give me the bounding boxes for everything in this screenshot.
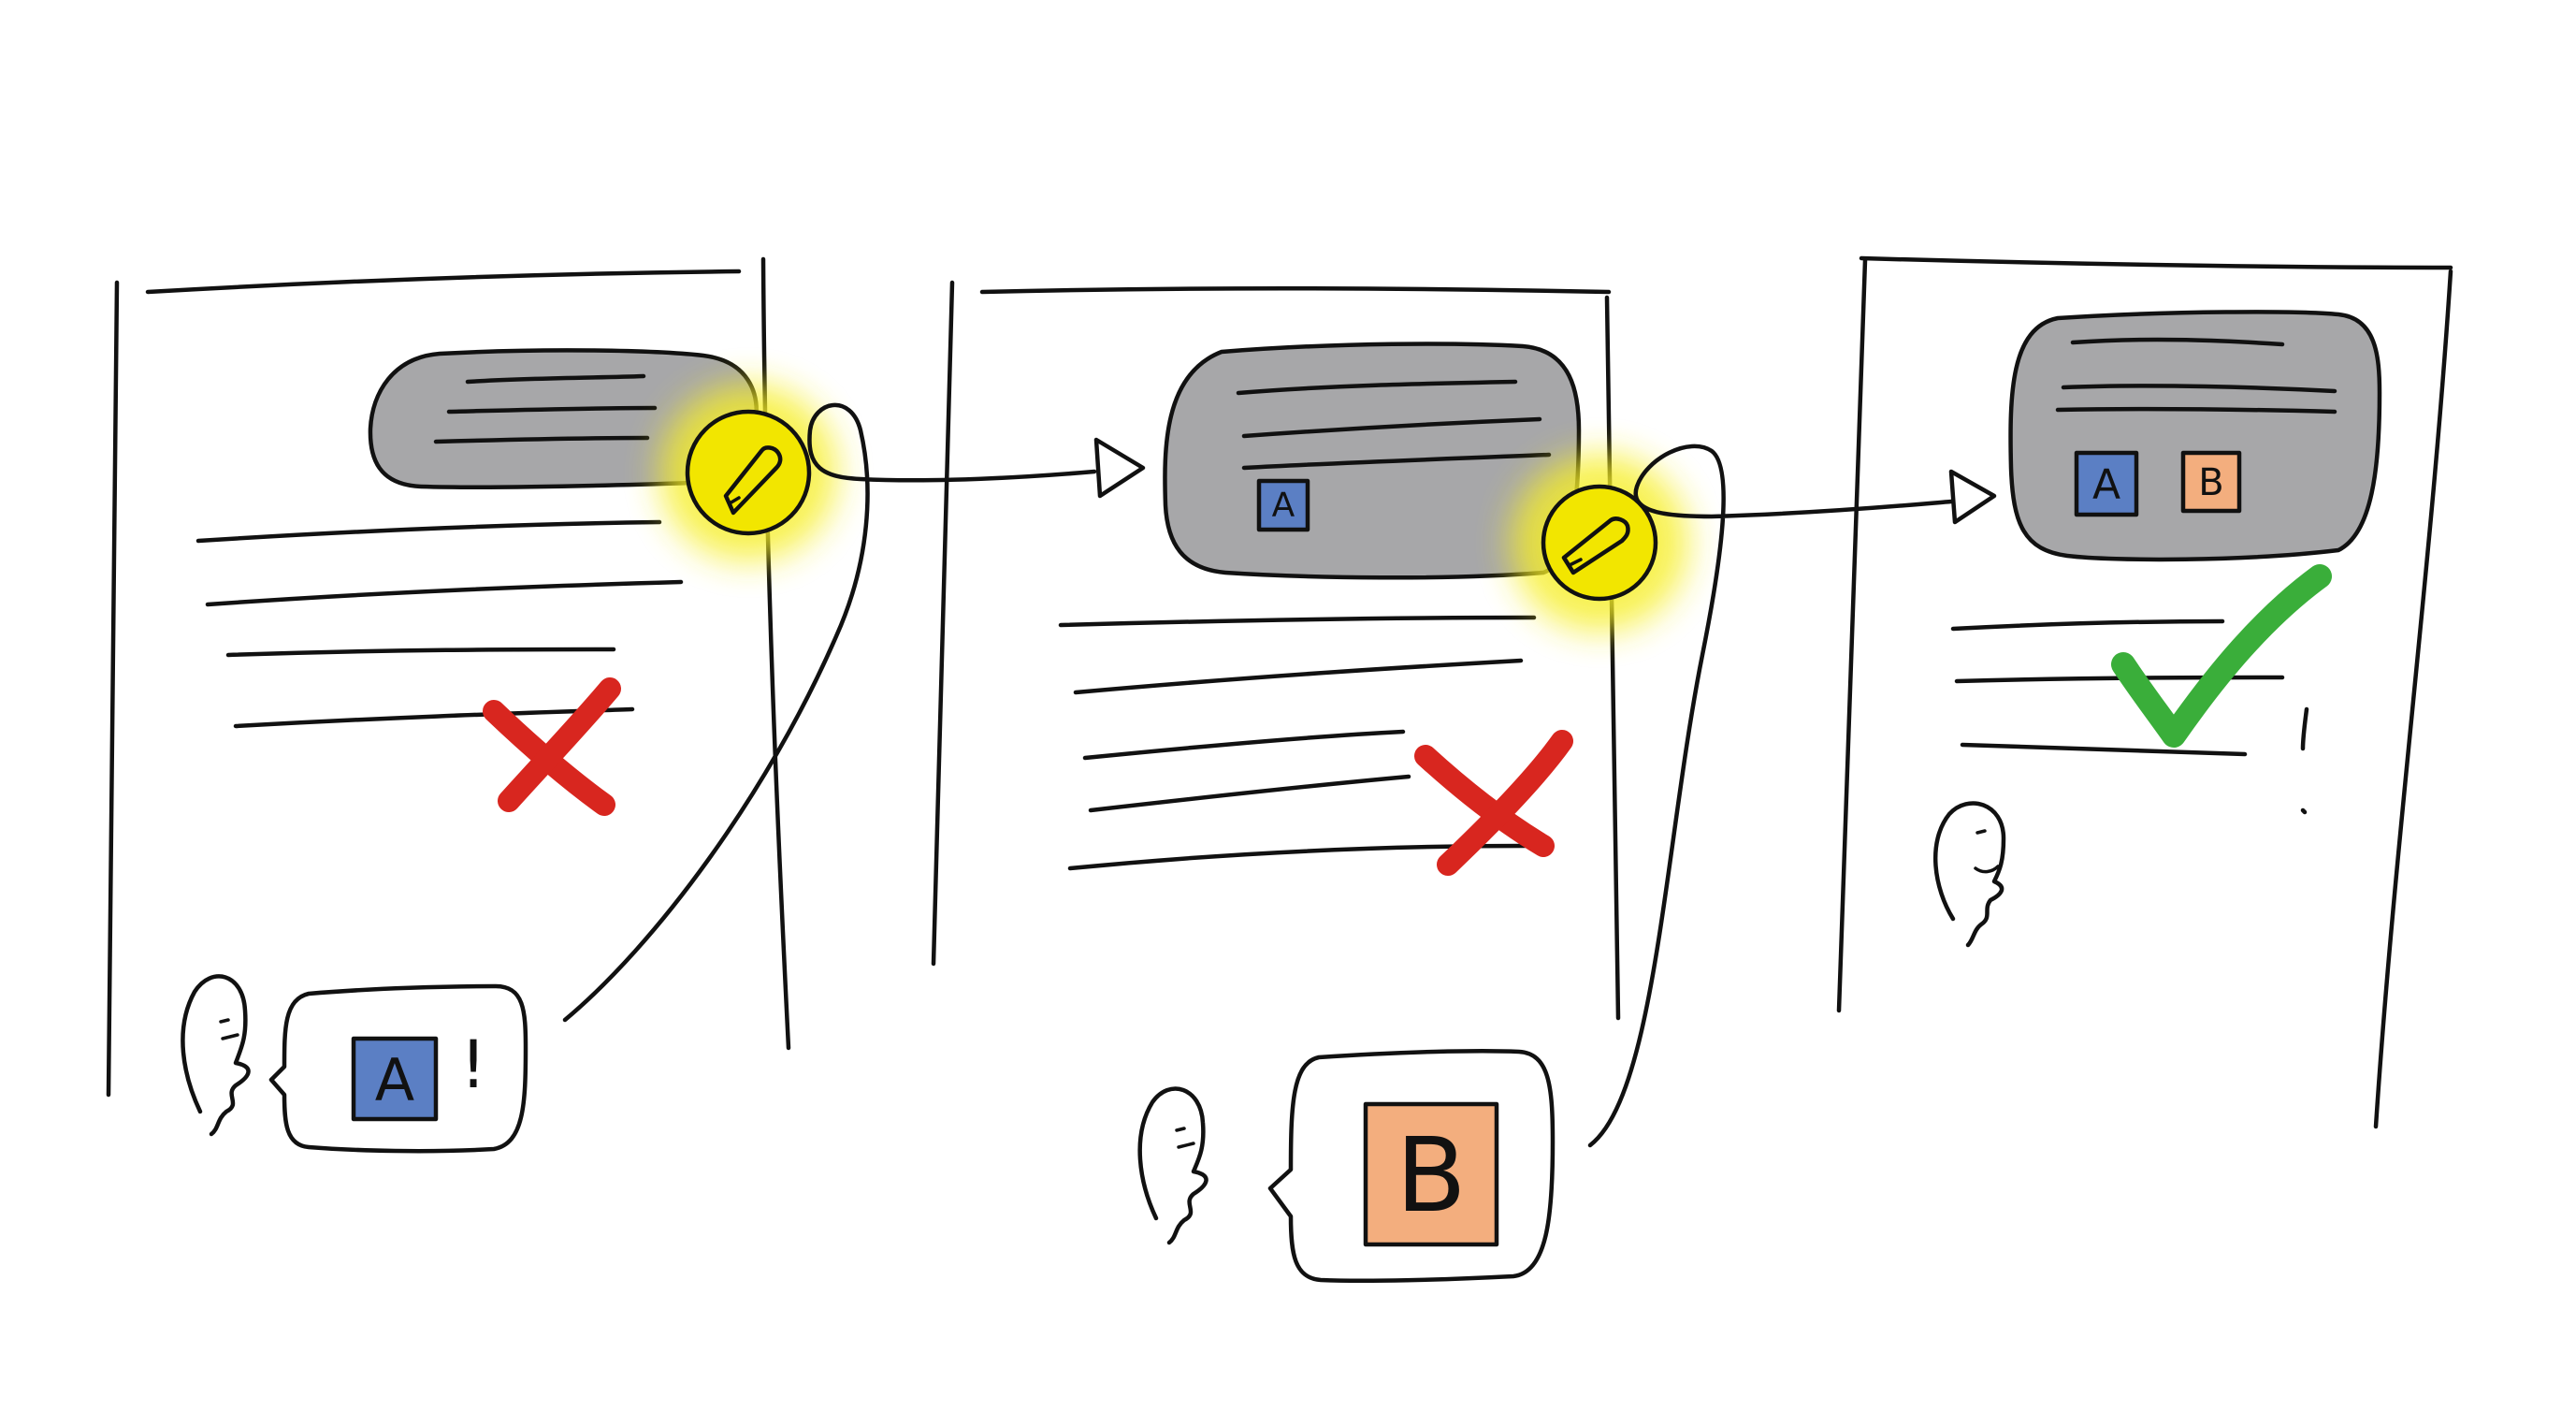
tag-b-small: B [2180,450,2242,514]
panel-2-reject-mark [1414,730,1573,876]
tag-a-small-label: A [1272,487,1295,525]
panel-1-speech-bubble: A ! [268,983,528,1154]
panel-1: A ! [106,256,1146,1154]
panel-2-connector-arrow [1587,444,1997,1148]
tag-a-small-label: A [2092,461,2120,509]
panel-3-card-shape [2008,310,2382,562]
panel-3-accept-mark [2111,564,2332,748]
cross-mark-icon [483,677,621,816]
tag-b: B [1363,1101,1499,1247]
person-head-icon [181,974,251,1137]
check-mark-icon [2111,564,2332,748]
exclamation-mark: ! [460,1026,486,1103]
panel-2-user [1137,1086,1208,1245]
panel-1-comment-card [368,348,759,490]
tag-a-label: A [375,1046,414,1114]
panel-2-frame [931,280,1621,1021]
arrow-head [1948,469,1997,525]
panel-1-reject-mark [483,677,621,816]
panel-2-text-lines [1058,615,1537,871]
tag-a-small: A [1256,478,1310,532]
panel-3-user [1932,801,2006,948]
person-head-icon [1137,1086,1208,1245]
panel-1-edit-button[interactable] [659,384,837,561]
panel-2: A B [931,280,1997,1284]
pencil-icon [723,445,783,516]
cross-mark-icon [1414,730,1573,876]
panel-3-comment-card: A B [2008,310,2382,562]
tag-b-small-label: B [2198,461,2223,504]
panel-1-user [181,974,251,1137]
tag-b-label: B [1396,1115,1466,1235]
panel-2-comment-card: A [1163,342,1582,580]
person-head-icon [1932,801,2006,948]
panel-2-speech-bubble: B [1267,1049,1556,1284]
panel-3: A B [1836,255,2453,1129]
tag-a: A [351,1036,439,1122]
panel-1-text-lines [195,519,684,729]
tag-a-small: A [2074,450,2139,517]
arrow-head [1093,437,1146,499]
panel-2-edit-button[interactable] [1511,454,1688,632]
panel-1-connector-arrow [562,402,1146,1023]
panel-3-frame [1836,255,2453,1129]
pencil-icon [1561,516,1630,575]
